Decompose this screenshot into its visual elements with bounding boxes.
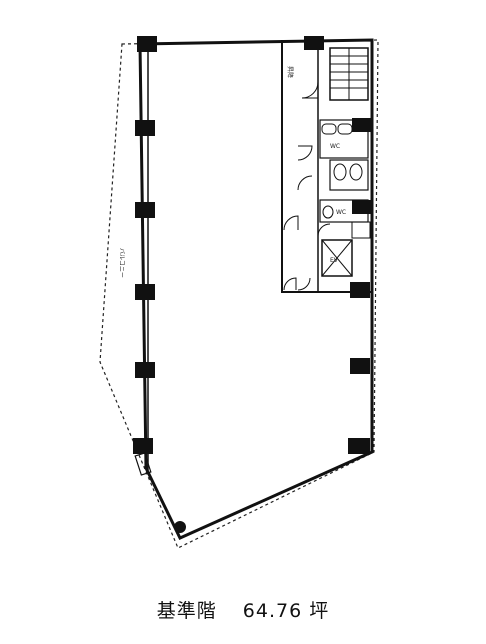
downpipe-slot	[134, 452, 152, 476]
label-balcony: バルコニー	[118, 248, 125, 278]
label-wc-2: WC	[336, 209, 346, 216]
label-ev: EV	[330, 257, 339, 264]
label-wc-1: WC	[330, 143, 340, 150]
balcony-outline	[99, 39, 379, 549]
floor-caption: 基準階 64.76 坪	[0, 596, 486, 623]
drain-marker	[174, 521, 186, 533]
area-unit: 坪	[309, 600, 330, 622]
stairs	[329, 47, 369, 101]
columns	[133, 36, 372, 454]
area-value: 64.76	[242, 600, 303, 622]
floor-label: 基準階	[156, 600, 217, 622]
elevator	[321, 221, 371, 277]
core-partition	[281, 40, 372, 293]
door-swings	[283, 81, 331, 291]
label-stair: 昇降	[286, 66, 294, 78]
building-wall	[138, 38, 374, 540]
floor-plan: 昇降 WC WC EV バルコニー	[99, 36, 379, 549]
